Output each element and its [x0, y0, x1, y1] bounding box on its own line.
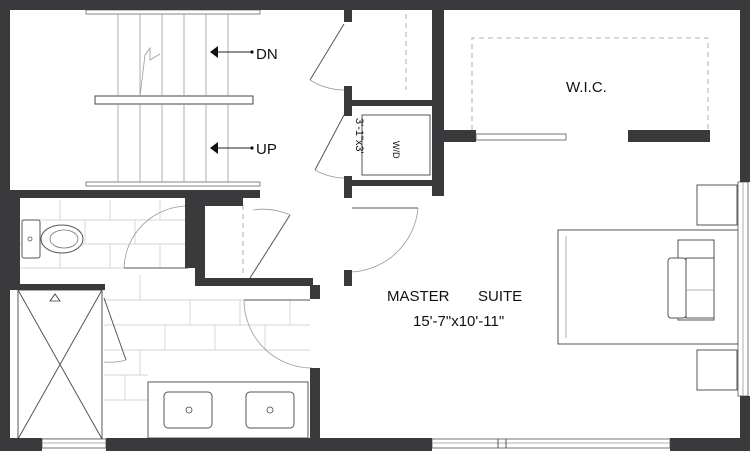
shower	[17, 289, 103, 440]
stair-up-label: UP	[256, 141, 277, 158]
laundry-size-label: 3'-1"x3'	[353, 118, 365, 154]
overhead-dashed-lines	[242, 14, 709, 276]
stair-down-label: DN	[256, 46, 278, 63]
washer-dryer-unit	[361, 114, 431, 176]
stair-down-arrow	[210, 46, 254, 58]
room-name-master: MASTER	[387, 288, 450, 305]
bathroom-tile-pattern	[20, 200, 310, 401]
room-name-suite: SUITE	[478, 288, 522, 305]
nightstand-top	[696, 184, 738, 226]
double-vanity	[147, 381, 309, 439]
toilet	[21, 219, 84, 259]
walk-in-closet-label: W.I.C.	[566, 79, 607, 96]
staircase	[85, 9, 261, 187]
bed	[557, 229, 739, 345]
washer-dryer-label: W/D	[391, 141, 401, 159]
room-size-label: 15'-7"x10'-11"	[413, 313, 504, 330]
stair-up-arrow	[210, 142, 254, 154]
door-swings	[103, 23, 419, 369]
nightstand-bottom	[696, 349, 738, 391]
